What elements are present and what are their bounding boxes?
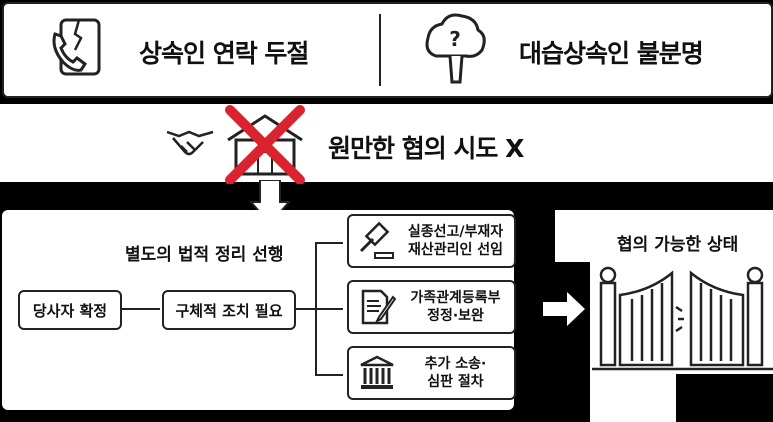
arrow-line	[122, 308, 160, 310]
left-issue-label: 상속인 연락 두절	[139, 39, 309, 68]
connector	[315, 374, 343, 376]
option-line1: 가족관계등록부	[410, 290, 501, 306]
option-line2: 심판 절차	[427, 374, 484, 390]
step-action-needed: 구체적 조치 필요	[162, 290, 296, 330]
svg-text:?: ?	[449, 27, 461, 51]
connector	[315, 308, 343, 310]
connector	[294, 308, 316, 310]
right-arrow-icon	[543, 292, 585, 326]
divider	[379, 14, 381, 86]
gavel-icon	[359, 221, 394, 259]
option-line1: 추가 소송·	[424, 356, 487, 372]
negotiation-band: 원만한 협의 시도 X	[0, 104, 773, 184]
courthouse-icon	[360, 355, 394, 389]
option-line2: 정정·보완	[427, 308, 484, 324]
negotiation-label: 원만한 협의 시도 X	[328, 134, 524, 163]
option-lawsuit: 추가 소송· 심판 절차	[347, 346, 516, 400]
house-crossed-icon	[225, 105, 305, 184]
broken-phone-icon	[52, 18, 101, 76]
top-panel: 상속인 연락 두절 ? 대습상속인 불분명	[2, 2, 773, 98]
option-line2: 재산관리인 선임	[407, 242, 504, 258]
open-gate-icon	[592, 266, 773, 371]
document-pen-icon	[361, 289, 397, 325]
right-issue-label: 대습상속인 불분명	[519, 39, 704, 68]
handshake-icon	[166, 130, 214, 156]
result-label: 협의 가능한 상태	[617, 235, 739, 255]
result-panel: 협의 가능한 상태	[555, 210, 773, 262]
result-base	[590, 374, 676, 422]
legal-title: 별도의 법적 정리 선행	[125, 245, 284, 265]
option-line1: 실종선고/부재자	[407, 224, 504, 240]
step-party-confirm: 당사자 확정	[18, 290, 122, 330]
connector	[315, 242, 343, 244]
question-tree-icon: ?	[425, 13, 486, 84]
